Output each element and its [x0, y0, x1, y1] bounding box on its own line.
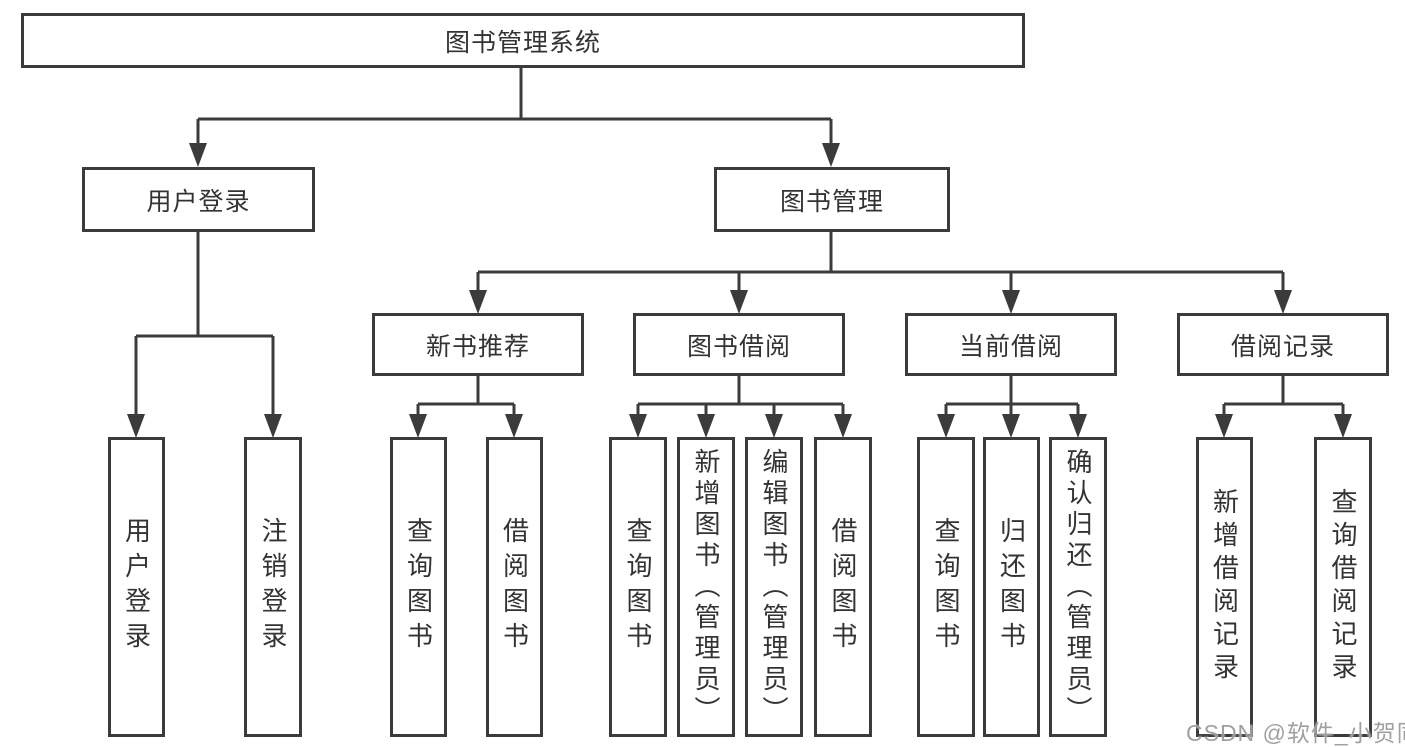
leaf-confirm-return-admin: 确认归还（管理员）: [1049, 437, 1107, 737]
leaf-label: 借阅图书: [499, 517, 530, 657]
node-book-borrowing: 图书借阅: [633, 313, 845, 376]
leaf-add-book-admin: 新增图书（管理员）: [677, 437, 735, 737]
node-new-book-recommend: 新书推荐: [372, 313, 584, 376]
leaf-query-books-borrowing: 查询图书: [609, 437, 667, 737]
leaf-label: 归还图书: [996, 517, 1027, 657]
node-label: 图书借阅: [686, 332, 791, 361]
leaf-label: 查询借阅记录: [1328, 488, 1358, 686]
node-library-management-system: 图书管理系统: [21, 13, 1025, 68]
leaf-query-books-current: 查询图书: [917, 437, 975, 737]
node-label: 用户登录: [146, 187, 251, 216]
leaf-label: 确认归还（管理员）: [1063, 447, 1093, 727]
leaf-query-borrow-record: 查询借阅记录: [1314, 437, 1372, 737]
leaf-label: 用户登录: [121, 517, 152, 657]
node-borrow-records: 借阅记录: [1177, 313, 1389, 376]
leaf-user-login: 用户登录: [108, 437, 165, 737]
leaf-label: 查询图书: [931, 517, 961, 657]
node-current-borrowing: 当前借阅: [905, 313, 1117, 376]
node-label: 当前借阅: [958, 332, 1063, 361]
leaf-logout: 注销登录: [244, 437, 302, 737]
leaf-borrow-books: 借阅图书: [814, 437, 872, 737]
leaf-label: 查询图书: [623, 517, 653, 657]
node-label: 图书管理: [779, 187, 884, 216]
leaf-label: 编辑图书（管理员）: [759, 447, 789, 727]
leaf-return-books: 归还图书: [983, 437, 1040, 737]
leaf-edit-book-admin: 编辑图书（管理员）: [745, 437, 803, 737]
leaf-label: 注销登录: [258, 517, 288, 657]
node-book-management: 图书管理: [714, 167, 950, 232]
leaf-label: 查询图书: [403, 517, 434, 657]
leaf-query-books-recommend: 查询图书: [390, 437, 447, 737]
leaf-label: 借阅图书: [828, 517, 858, 657]
node-label: 借阅记录: [1230, 332, 1335, 361]
leaf-add-borrow-record: 新增借阅记录: [1196, 437, 1253, 737]
csdn-watermark: CSDN @软件_小贺同学: [1186, 720, 1405, 746]
node-label: 图书管理系统: [444, 28, 601, 57]
leaf-borrow-books-recommend: 借阅图书: [486, 437, 543, 737]
node-user-login: 用户登录: [82, 167, 315, 232]
leaf-label: 新增借阅记录: [1209, 488, 1240, 686]
node-label: 新书推荐: [425, 332, 530, 361]
leaf-label: 新增图书（管理员）: [691, 447, 721, 727]
